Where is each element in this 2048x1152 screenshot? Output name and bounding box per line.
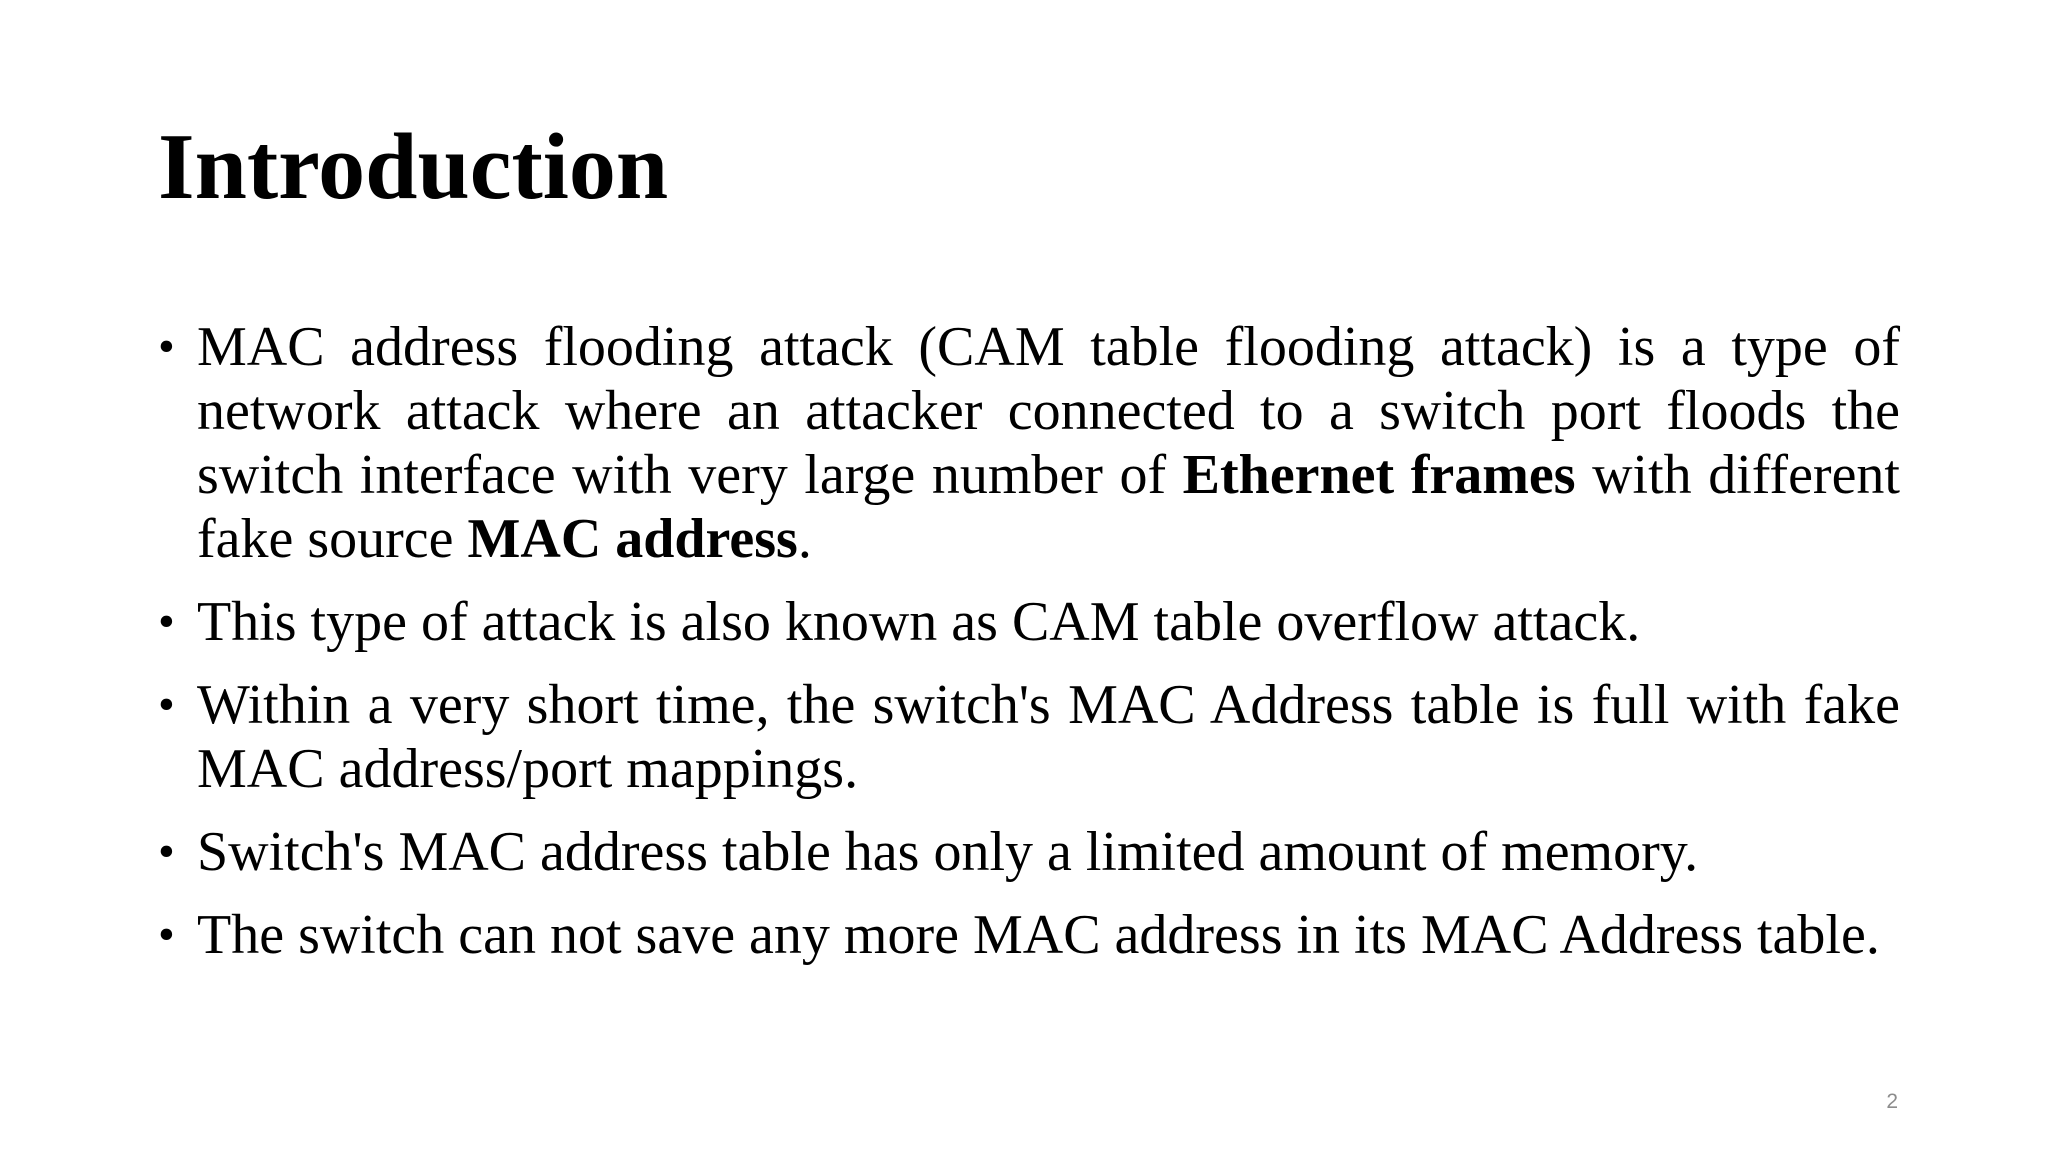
bullet-text: MAC address flooding attack (CAM table f… (197, 316, 1900, 506)
bullet-bold-text: MAC address (467, 508, 798, 570)
bullet-item: • The switch can not save any more MAC ad… (158, 903, 1900, 967)
bullet-marker: • (158, 320, 175, 373)
bullet-marker: • (158, 825, 175, 878)
bullet-item: • This type of attack is also known as CA… (158, 590, 1900, 654)
bullet-bold-text: Ethernet frames (1182, 444, 1576, 506)
bullet-text: Switch's MAC address table has only a li… (197, 821, 1699, 883)
bullet-text: The switch can not save any more MAC add… (197, 904, 1880, 966)
bullet-item: • Within a very short time, the switch's … (158, 673, 1900, 801)
bullet-text: with different fake source (197, 444, 1900, 570)
bullet-list: • MAC address flooding attack (CAM table … (158, 315, 1900, 986)
bullet-marker: • (158, 908, 175, 961)
slide-title: Introduction (158, 115, 669, 219)
bullet-marker: • (158, 678, 175, 731)
bullet-text: This type of attack is also known as CAM… (197, 591, 1641, 653)
bullet-item: • Switch's MAC address table has only a l… (158, 820, 1900, 884)
bullet-marker: • (158, 595, 175, 648)
bullet-text: . (797, 508, 812, 570)
page-number: 2 (1886, 1090, 1898, 1113)
bullet-text: Within a very short time, the switch's M… (197, 674, 1900, 800)
bullet-item: • MAC address flooding attack (CAM table … (158, 315, 1900, 571)
